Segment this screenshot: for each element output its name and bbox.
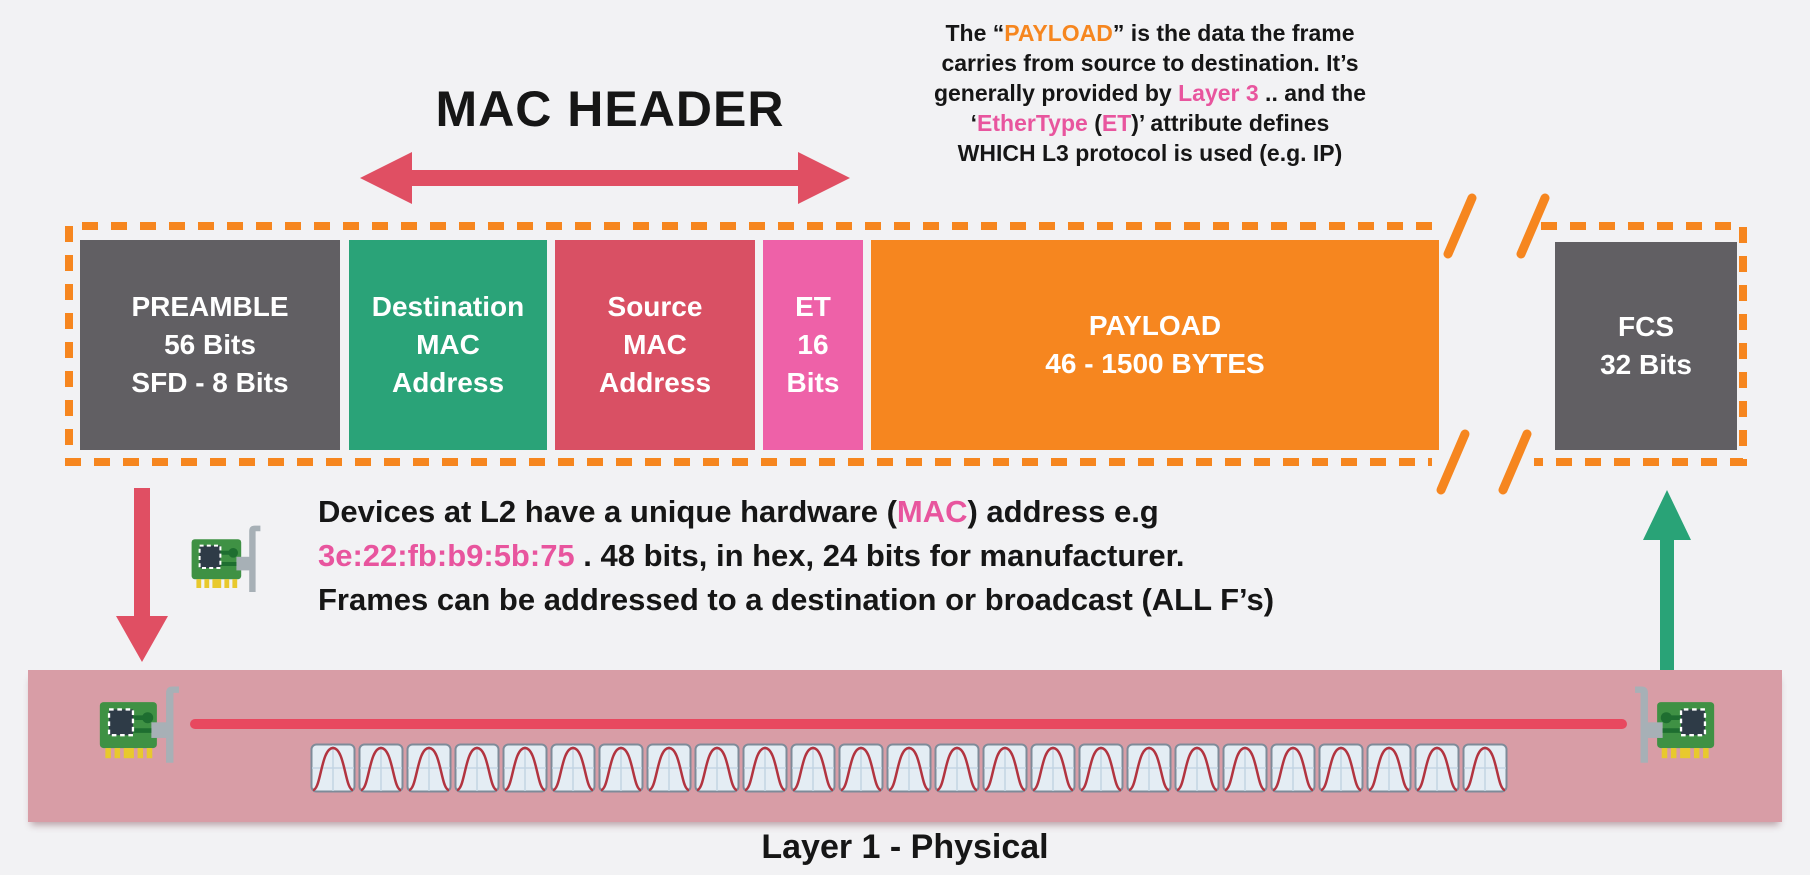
nic-icon (190, 520, 270, 594)
payload-note-line2: carries from source to destination. It’s (941, 50, 1359, 76)
waveform-cell (1078, 743, 1124, 793)
sine-wave-icon (598, 743, 644, 793)
waveform-cell (742, 743, 788, 793)
payload-highlight: PAYLOAD (1004, 20, 1113, 46)
waveform-cell (694, 743, 740, 793)
up-arrow (1643, 490, 1691, 670)
sine-wave-icon (646, 743, 692, 793)
sine-wave-icon (694, 743, 740, 793)
ethertype-highlight: EtherType (977, 110, 1088, 136)
network-wire (190, 719, 1627, 729)
frame-field-ethertype: ET 16 Bits (763, 240, 863, 450)
sine-wave-icon (982, 743, 1028, 793)
waveform-cell (838, 743, 884, 793)
sine-wave-icon (1462, 743, 1508, 793)
layer1-label: Layer 1 - Physical (761, 828, 1049, 866)
mac-note-line2: 3e:22:fb:b9:5b:75 . 48 bits, in hex, 24 … (318, 538, 1185, 573)
waveform-cell (454, 743, 500, 793)
waveform-cell (1174, 743, 1220, 793)
sine-wave-icon (358, 743, 404, 793)
payload-note-line3: generally provided by Layer 3 .. and the (933, 80, 1367, 106)
sine-wave-icon (502, 743, 548, 793)
et-highlight: ET (1101, 110, 1132, 136)
sine-wave-icon (1270, 743, 1316, 793)
waveform-cell (358, 743, 404, 793)
waveform-cell (1222, 743, 1268, 793)
down-arrow (116, 488, 168, 662)
waveform-cell (1270, 743, 1316, 793)
waveform-cell (982, 743, 1028, 793)
sine-wave-icon (1174, 743, 1220, 793)
sine-wave-icon (1078, 743, 1124, 793)
waveform-cell (598, 743, 644, 793)
sine-wave-icon (934, 743, 980, 793)
frame-field-fcs: FCS 32 Bits (1555, 242, 1737, 450)
sine-wave-icon (1318, 743, 1364, 793)
layer3-highlight: Layer 3 (1178, 80, 1259, 106)
page-title: MAC HEADER (435, 81, 785, 137)
payload-note: The “PAYLOAD” is the data the frame carr… (840, 18, 1460, 168)
frame-field-source-mac: Source MAC Address (555, 240, 755, 450)
sine-wave-icon (1366, 743, 1412, 793)
sine-wave-icon (1126, 743, 1172, 793)
payload-note-line5: WHICH L3 protocol is used (e.g. IP) (957, 140, 1343, 166)
waveform-cell (1318, 743, 1364, 793)
waveform-cell (1030, 743, 1076, 793)
nic-icon-left (98, 680, 190, 765)
nic-icon-right (1624, 680, 1716, 765)
waveform-cell (406, 743, 452, 793)
waveform-cell (1414, 743, 1460, 793)
waveform-cell (646, 743, 692, 793)
waveform-cell (1462, 743, 1508, 793)
waveform-cell (502, 743, 548, 793)
payload-note-line1: The “PAYLOAD” is the data the frame (945, 20, 1355, 46)
mac-note-line3: Frames can be addressed to a destination… (318, 582, 1275, 617)
mac-address-highlight: 3e:22:fb:b9:5b:75 (318, 538, 575, 573)
sine-wave-icon (406, 743, 452, 793)
sine-wave-icon (1414, 743, 1460, 793)
mac-note-line1: Devices at L2 have a unique hardware (MA… (318, 494, 1159, 529)
sine-wave-icon (742, 743, 788, 793)
sine-wave-icon (550, 743, 596, 793)
frame-field-preamble: PREAMBLE 56 Bits SFD - 8 Bits (80, 240, 340, 450)
mac-highlight: MAC (896, 494, 968, 529)
frame-field-payload: PAYLOAD 46 - 1500 BYTES (871, 240, 1439, 450)
physical-layer-band (28, 670, 1782, 822)
mac-header-span-arrow (360, 152, 850, 204)
waveform-cell (1366, 743, 1412, 793)
payload-note-line4: ‘EtherType (ET)’ attribute defines (970, 110, 1330, 136)
waveform-cell (886, 743, 932, 793)
waveform-cell (550, 743, 596, 793)
sine-wave-icon (454, 743, 500, 793)
mac-note: Devices at L2 have a unique hardware (MA… (318, 490, 1274, 622)
border-break-slashes (1436, 193, 1550, 495)
sine-wave-icon (790, 743, 836, 793)
frame-field-destination-mac: Destination MAC Address (349, 240, 547, 450)
waveform-cell (790, 743, 836, 793)
waveform-cell (934, 743, 980, 793)
sine-wave-icon (838, 743, 884, 793)
sine-wave-icon (1222, 743, 1268, 793)
sine-wave-icon (886, 743, 932, 793)
waveform-strip (310, 743, 1508, 793)
sine-wave-icon (310, 743, 356, 793)
sine-wave-icon (1030, 743, 1076, 793)
waveform-cell (310, 743, 356, 793)
waveform-cell (1126, 743, 1172, 793)
